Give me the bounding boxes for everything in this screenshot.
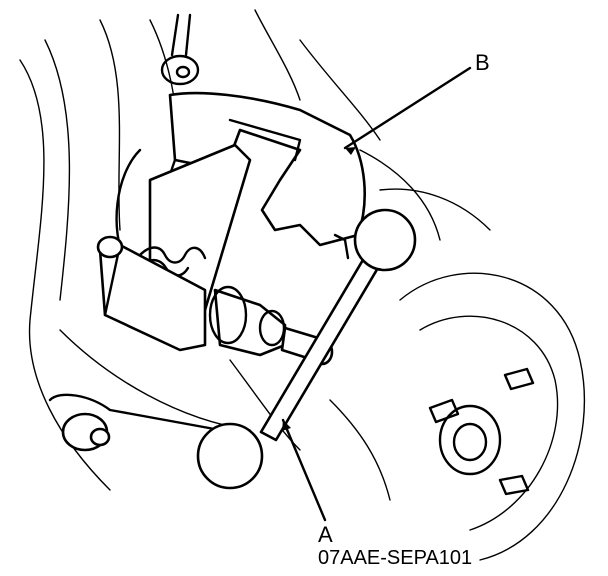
rotor-hub — [399, 272, 586, 561]
handle-knob-top — [353, 208, 417, 272]
lower-link — [48, 393, 222, 452]
compressor-tool-a — [96, 143, 417, 490]
hanger-wire — [160, 13, 200, 86]
tool-part-number: 07AAE-SEPA101 — [318, 547, 473, 569]
callout-a-label: A — [318, 522, 333, 547]
handle-knob-bottom — [196, 422, 264, 490]
callout-b-label: B — [475, 50, 490, 75]
leader-lines — [281, 66, 472, 522]
